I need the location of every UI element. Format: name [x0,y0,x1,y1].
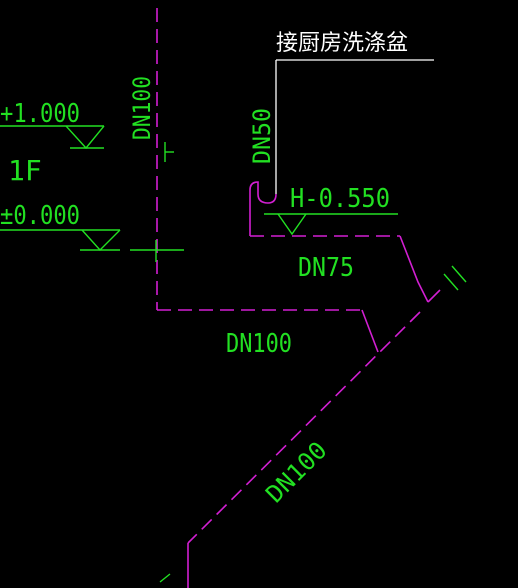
sink-note-label: 接厨房洗涤盆 [276,31,408,56]
trap-pipe [249,181,277,236]
dn100-diagonal-label: DN100 [260,436,332,508]
level-triangle-h [277,213,307,236]
level-triangle-zero [81,229,121,252]
diagonal-pipe-dn100 [187,311,421,544]
pipe-cleanout-stub [427,289,441,303]
dn100-riser-label: DN100 [128,76,156,140]
pipe-bend-dn100 [361,309,379,353]
pipe-bend-dn75 [399,235,429,303]
level-plus-label: +1.000 [0,99,80,129]
level-zero-label: ±0.000 [0,201,80,231]
dn100-horizontal-label: DN100 [226,329,292,359]
bottom-mark [159,573,171,583]
dn50-label: DN50 [248,108,276,164]
hatch-mark-2 [451,265,467,283]
level-triangle-plus [65,125,105,150]
dn75-label: DN75 [298,253,354,283]
floor-label: 1F [8,154,42,187]
hatch-mark-1 [443,273,459,291]
h-level-label: H-0.550 [290,184,390,214]
